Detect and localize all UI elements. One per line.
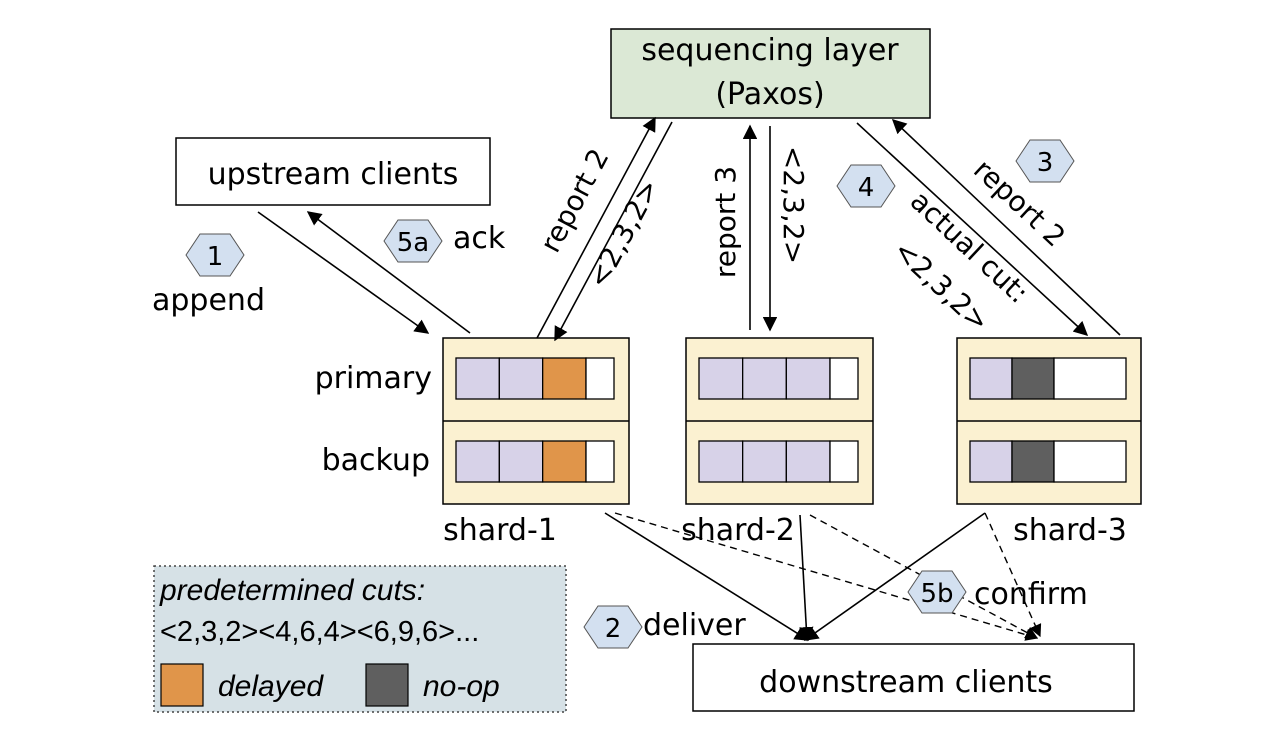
log-entry-committed bbox=[785, 440, 831, 483]
legend-delayed-swatch bbox=[160, 663, 204, 707]
deliver-arrow-shard2 bbox=[799, 514, 814, 642]
step-4-badge: 4 bbox=[836, 164, 896, 208]
shard3-report-arrow bbox=[891, 119, 1121, 336]
log-entry-committed bbox=[742, 357, 787, 400]
legend-cuts: <2,3,2><4,6,4><6,9,6>... bbox=[160, 616, 479, 648]
log-entry-committed bbox=[698, 440, 744, 483]
step-1-badge: 1 bbox=[185, 233, 245, 277]
confirm-label: confirm bbox=[974, 577, 1088, 612]
log-entry-empty bbox=[829, 440, 859, 483]
log-entry-committed bbox=[498, 440, 544, 483]
shard2-report-label: report 3 bbox=[709, 166, 742, 278]
step-5a-badge: 5a bbox=[383, 219, 443, 263]
downstream-clients-box bbox=[692, 643, 1135, 712]
log-entry-committed bbox=[455, 357, 500, 400]
confirm-arrow-shard3 bbox=[984, 512, 1042, 638]
shards-group bbox=[442, 337, 1142, 505]
log-entry-empty bbox=[585, 440, 615, 483]
step-3-text: 3 bbox=[1037, 148, 1054, 178]
legend-panel: predetermined cuts: <2,3,2><4,6,4><6,9,6… bbox=[153, 565, 567, 713]
backup-row-label: backup bbox=[322, 443, 430, 478]
log-entry-noop bbox=[1011, 440, 1055, 483]
log-entry-empty bbox=[585, 357, 615, 400]
step-5a-text: 5a bbox=[397, 228, 429, 258]
shard-1 bbox=[442, 337, 630, 505]
legend-box bbox=[153, 565, 567, 713]
legend-title: predetermined cuts: bbox=[159, 574, 425, 607]
shard2-cut-label: <2,3,2> bbox=[777, 146, 810, 264]
log-entry-committed bbox=[785, 357, 831, 400]
deliver-arrow-shard3 bbox=[803, 512, 986, 641]
upstream-clients-box bbox=[175, 137, 491, 206]
upstream-clients-node: upstream clients bbox=[175, 137, 491, 206]
step-5b-text: 5b bbox=[920, 579, 953, 609]
shard1-cut-arrow bbox=[554, 121, 673, 342]
step-3-badge: 3 bbox=[1015, 139, 1075, 183]
log-entry-committed bbox=[498, 357, 544, 400]
shard-3-label: shard-3 bbox=[1013, 513, 1127, 548]
shard-3 bbox=[956, 337, 1142, 505]
legend-delayed-label: delayed bbox=[218, 670, 324, 703]
sequencing-layer-title: sequencing layer bbox=[641, 33, 899, 68]
step-1-text: 1 bbox=[207, 242, 224, 272]
upstream-clients-label: upstream clients bbox=[208, 157, 459, 192]
sequencing-layer-subtitle: (Paxos) bbox=[715, 77, 824, 112]
sequencing-layer-node: sequencing layer (Paxos) bbox=[610, 28, 931, 119]
step-5b-badge: 5b bbox=[907, 570, 967, 614]
log-entry-committed bbox=[455, 440, 500, 483]
downstream-clients-label: downstream clients bbox=[759, 665, 1053, 700]
shard-2-primary-log bbox=[698, 357, 859, 400]
append-arrow bbox=[257, 211, 430, 334]
ack-label: ack bbox=[453, 221, 506, 256]
primary-row-label: primary bbox=[315, 361, 432, 396]
shard1-report-arrow bbox=[536, 116, 656, 339]
shard-1-primary-log bbox=[455, 357, 615, 400]
shard-1-backup-log bbox=[455, 440, 615, 483]
shard-2 bbox=[685, 337, 874, 505]
step-4-text: 4 bbox=[858, 173, 875, 203]
log-entry-empty bbox=[1053, 440, 1127, 483]
log-entry-delayed bbox=[542, 440, 587, 483]
shard-3-backup-log bbox=[969, 440, 1127, 483]
shard-1-label: shard-1 bbox=[443, 513, 557, 548]
log-entry-committed bbox=[742, 440, 787, 483]
append-label: append bbox=[152, 283, 265, 318]
log-entry-committed bbox=[698, 357, 744, 400]
log-entry-committed bbox=[969, 357, 1013, 400]
shard-3-primary-log bbox=[969, 357, 1127, 400]
sequencing-layer-box bbox=[610, 28, 931, 119]
shard3-cut-arrow bbox=[856, 122, 1089, 336]
shard-2-backup-log bbox=[698, 440, 859, 483]
log-entry-empty bbox=[1053, 357, 1127, 400]
log-entry-committed bbox=[969, 440, 1013, 483]
log-entry-noop bbox=[1011, 357, 1055, 400]
deliver-label: deliver bbox=[643, 608, 746, 643]
log-entry-delayed bbox=[542, 357, 587, 400]
shard-2-label: shard-2 bbox=[681, 513, 795, 548]
step-2-text: 2 bbox=[605, 614, 622, 644]
downstream-clients-node: downstream clients bbox=[692, 643, 1135, 712]
legend-noop-swatch bbox=[365, 663, 409, 707]
legend-noop-label: no-op bbox=[423, 670, 500, 703]
deliver-arrow-shard1 bbox=[604, 512, 810, 641]
confirm-arrow-shard1 bbox=[614, 512, 1039, 641]
log-entry-empty bbox=[829, 357, 859, 400]
step-2-badge: 2 bbox=[583, 605, 643, 649]
ack-arrow bbox=[306, 211, 471, 334]
